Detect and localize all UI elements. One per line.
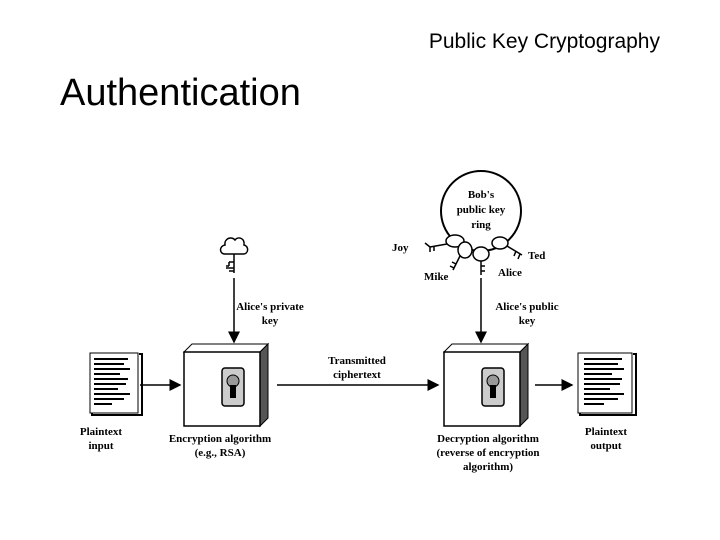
alice-ring-key-icon	[472, 246, 490, 275]
mike-key-icon	[449, 241, 473, 271]
keyhole-lock-icon	[221, 367, 245, 407]
ring-key-mike: Mike	[424, 271, 449, 283]
transmitted-label-line2: ciphertext	[333, 369, 381, 381]
decryption-label-line3: algorithm)	[463, 461, 513, 473]
ring-label-line3: ring	[471, 219, 491, 231]
ted-key-icon	[491, 236, 523, 260]
plaintext-input-line2: input	[88, 440, 113, 452]
plaintext-output-line2: output	[590, 440, 622, 452]
slide-title: Authentication	[60, 72, 301, 114]
public-key-ring: Bob's public key ring Joy Mike Alice Ted	[392, 170, 545, 283]
ring-key-ted: Ted	[528, 250, 545, 262]
private-key-label-line1: Alice's private	[236, 301, 304, 313]
decryption-label-line2: (reverse of encryption	[436, 447, 539, 459]
keyhole-lock-icon	[481, 367, 505, 407]
encryption-label-line2: (e.g., RSA)	[195, 447, 246, 459]
header-title: Public Key Cryptography	[428, 30, 660, 53]
ring-label-line1: Bob's	[468, 189, 495, 201]
document-icon	[89, 352, 143, 416]
encryption-label-line1: Encryption algorithm	[169, 433, 271, 445]
document-icon	[577, 352, 637, 416]
ring-key-joy: Joy	[392, 242, 409, 254]
encryption-box	[182, 342, 270, 428]
ring-label-line2: public key	[457, 204, 506, 216]
ring-key-alice: Alice	[498, 267, 522, 279]
cloud-key-icon	[219, 237, 249, 273]
public-key-label-line1: Alice's public	[495, 301, 558, 313]
plaintext-input-line1: Plaintext	[80, 426, 122, 438]
decryption-label-line1: Decryption algorithm	[437, 433, 539, 445]
plaintext-output-line1: Plaintext	[585, 426, 627, 438]
transmitted-label-line1: Transmitted	[328, 355, 386, 367]
decryption-box	[442, 342, 530, 428]
public-key-label-line2: key	[519, 315, 536, 327]
private-key-label-line2: key	[262, 315, 279, 327]
